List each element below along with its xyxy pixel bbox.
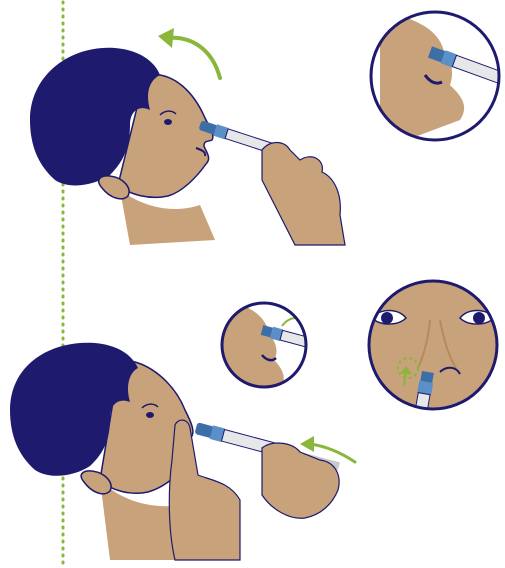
inset-top-right <box>371 10 505 150</box>
hand-top <box>262 143 345 246</box>
eye <box>164 119 172 125</box>
inset-middle-left <box>222 300 331 395</box>
top-figure <box>30 28 345 245</box>
hand-bottom <box>262 443 339 518</box>
inset-middle-right <box>369 281 497 434</box>
tilt-arrow-icon <box>168 38 220 78</box>
